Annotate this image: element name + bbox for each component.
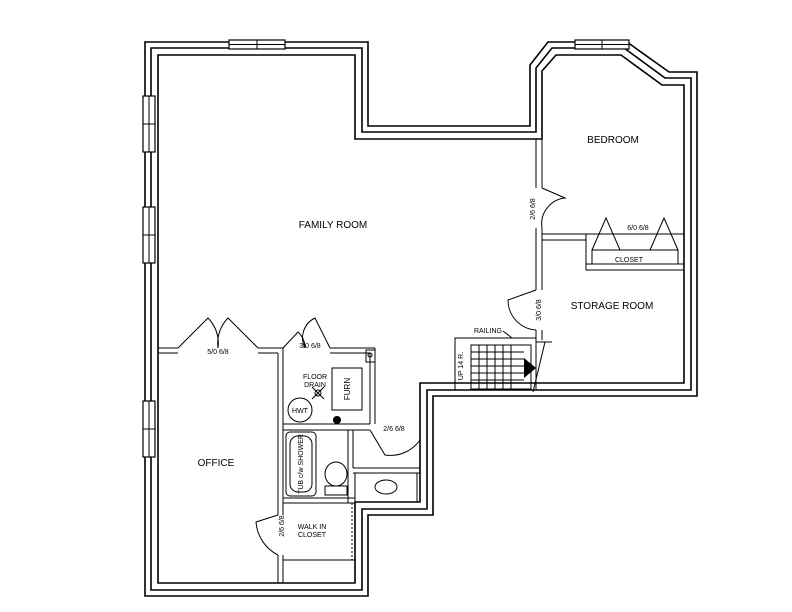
exterior-walls bbox=[144, 41, 698, 597]
label-bedroom-door: 2/6 6/8 bbox=[530, 198, 537, 220]
label-walkin-door: 2/6 6/8 bbox=[279, 515, 286, 537]
furnace bbox=[331, 367, 363, 411]
door-labels: 2/6 6/8 6/0 6/8 3/0 6/8 5/0 6/8 3/0 6/8 … bbox=[207, 198, 649, 537]
label-office-double: 5/0 6/8 bbox=[207, 349, 229, 356]
room-walk-in-line2: CLOSET bbox=[298, 532, 327, 539]
fixture-labels: FLOOR DRAIN FURN HWT TUB c/w SHOWER RAIL… bbox=[292, 328, 502, 494]
label-stairs: UP 14 R. bbox=[458, 352, 465, 380]
label-bath-door: 2/6 6/8 bbox=[383, 426, 405, 433]
room-family-room: FAMILY ROOM bbox=[299, 220, 368, 231]
label-tub-shower: TUB c/w SHOWER bbox=[298, 434, 305, 494]
label-floor-drain-2: DRAIN bbox=[304, 382, 326, 389]
label-bedroom-closet: 6/0 6/8 bbox=[627, 225, 649, 232]
room-closet: CLOSET bbox=[615, 257, 644, 264]
label-hwt: HWT bbox=[292, 408, 309, 415]
doors bbox=[177, 187, 679, 556]
hot-water-tank bbox=[287, 397, 313, 423]
label-railing: RAILING bbox=[474, 328, 502, 335]
drain-dot bbox=[333, 416, 341, 424]
room-bedroom: BEDROOM bbox=[587, 135, 639, 146]
room-labels: FAMILY ROOM BEDROOM STORAGE ROOM OFFICE … bbox=[198, 135, 654, 539]
bathtub bbox=[285, 431, 317, 497]
fixtures bbox=[285, 349, 418, 503]
room-storage-room: STORAGE ROOM bbox=[571, 301, 654, 312]
stairs bbox=[454, 330, 552, 393]
label-utility-double: 3/0 6/8 bbox=[299, 343, 321, 350]
room-walk-in-line1: WALK IN bbox=[298, 524, 327, 531]
windows bbox=[142, 39, 630, 458]
interior-walls bbox=[158, 139, 685, 583]
floor-drain-icon bbox=[311, 386, 325, 400]
label-storage-door: 3/0 6/8 bbox=[536, 299, 543, 321]
toilet-icon bbox=[324, 461, 348, 496]
room-office: OFFICE bbox=[198, 458, 235, 469]
label-furnace: FURN bbox=[343, 378, 352, 400]
sink-icon bbox=[354, 472, 418, 503]
label-floor-drain-1: FLOOR bbox=[303, 374, 327, 381]
